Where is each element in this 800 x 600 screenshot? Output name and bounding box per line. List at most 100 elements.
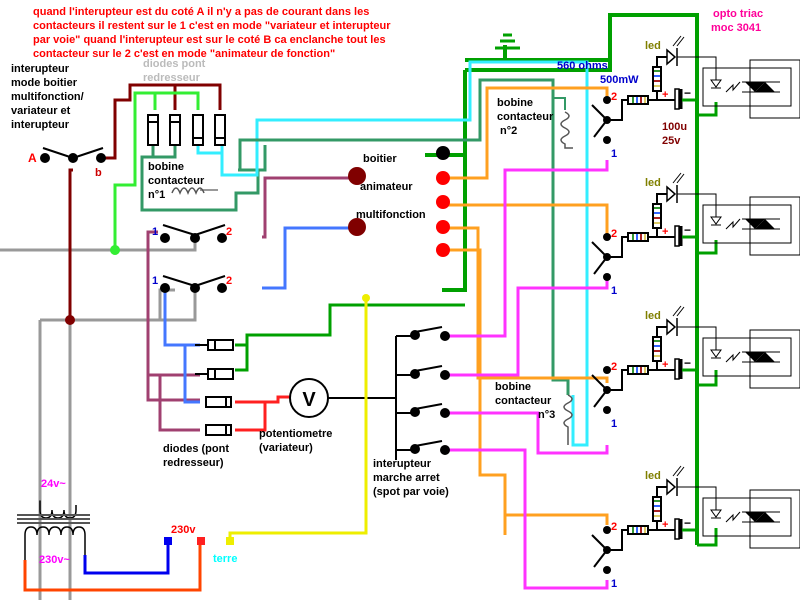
opto-led-icon [710, 509, 722, 519]
minus-label: − [684, 86, 691, 100]
wire-orange-4b [505, 513, 609, 525]
resistor-band [636, 527, 638, 533]
text-line: redresseur) [163, 457, 224, 469]
relay-arm [593, 389, 608, 408]
onoff-switches[interactable] [396, 326, 450, 455]
resistor-band [640, 97, 642, 103]
mode-switch-label: interupteur mode boitier multifonction/ … [11, 63, 84, 131]
plus-label: + [662, 89, 668, 101]
triac-icon [745, 512, 765, 522]
opto-label-2: moc 3041 [711, 22, 761, 34]
earth-symbol [495, 33, 520, 50]
resistor-band [640, 234, 642, 240]
contact-2 [603, 233, 611, 241]
onoff-switch-2[interactable] [396, 365, 450, 380]
opto-light-icon [725, 218, 741, 230]
text-line: animateur [360, 181, 413, 193]
wire-teal-coil2 [553, 97, 566, 110]
text-line: contacteur [148, 175, 205, 187]
opto-package [702, 204, 792, 244]
wire-blue-diodes [163, 290, 200, 404]
junction-dot [362, 294, 370, 302]
text-line: redresseur [143, 72, 201, 84]
wire-green-opto [697, 102, 718, 547]
text-line: multifonction [356, 209, 426, 221]
relay-arm [591, 374, 608, 391]
text-line: bobine [148, 161, 184, 173]
wire-cyan-long [400, 60, 589, 447]
wire-orange-1 [445, 86, 609, 180]
contact-1 [603, 566, 611, 574]
resistor-band [640, 367, 642, 373]
top-diodes [147, 114, 226, 146]
pos-2-label: 2 [226, 275, 232, 287]
wire-orange-4 [445, 248, 507, 535]
plus-label: + [662, 226, 668, 238]
led-icon [666, 185, 677, 203]
note-line-4: contacteur sur le 2 c'est en mode "anima… [33, 48, 335, 60]
resistor-band [644, 527, 646, 533]
resistor-band [654, 515, 660, 517]
resistor-band [654, 500, 660, 502]
mode-switch[interactable] [40, 147, 106, 163]
pot-symbol: V [302, 389, 316, 411]
text-line: n°1 [148, 189, 165, 201]
pos-1-label: 1 [152, 275, 158, 287]
light-arrow-icon [672, 172, 685, 184]
resistor-band [654, 505, 660, 507]
opto-led-icon [710, 79, 722, 89]
onoff-switch-3[interactable] [396, 403, 450, 418]
resistor-band [640, 527, 642, 533]
resistor-band [636, 367, 638, 373]
wire-magenta-3 [447, 411, 609, 455]
junction-dot [65, 315, 75, 325]
coil-1-label: bobine contacteur n°1 [148, 161, 205, 201]
wire-mains-live [23, 545, 202, 592]
triac-icon [755, 512, 775, 522]
wire-green-diodes [235, 303, 465, 372]
mode-note: quand l'interupteur est du coté A il n'y… [33, 6, 391, 60]
pos-1-label: 1 [611, 148, 617, 160]
wire-gray-switch2 [40, 290, 197, 322]
capacitor-plate [674, 358, 680, 380]
resistor-band [654, 222, 660, 224]
text-line: (spot par voie) [373, 486, 449, 498]
pos-2-label: 2 [611, 361, 617, 373]
resistor-label-1: 560 ohms [557, 60, 608, 72]
capacitor-plate [674, 88, 680, 110]
label-b: b [95, 167, 102, 179]
resistor-band [654, 75, 660, 77]
wire [656, 56, 667, 100]
wire [656, 486, 667, 530]
resistor-band [654, 510, 660, 512]
text-line: interupteur [373, 458, 432, 470]
terminal-common [68, 153, 78, 163]
cap-label-1: 100u [662, 121, 687, 133]
relay-arm [591, 104, 608, 121]
wire-red-pot [235, 395, 290, 432]
wire-teal-long [238, 78, 570, 395]
pos-1-label: 1 [611, 578, 617, 590]
diode [192, 114, 204, 146]
led-icon [666, 318, 677, 336]
live-terminal [197, 537, 205, 545]
wire-mains-neutral [83, 545, 170, 575]
contact-2 [603, 366, 611, 374]
onoff-switch-4[interactable] [396, 440, 450, 455]
opto-led-icon [710, 216, 722, 226]
output-connector [436, 171, 450, 185]
potentiometer[interactable]: V [289, 378, 329, 418]
resistor-band [654, 212, 660, 214]
contact-1 [603, 406, 611, 414]
light-arrow-icon [672, 465, 685, 477]
onoff-switch-1[interactable] [396, 326, 450, 341]
coil-2-label: bobine contacteur n°2 [497, 97, 554, 137]
onoff-label: interupteur marche arret (spot par voie) [373, 458, 449, 498]
text-line: boitier [363, 153, 397, 165]
wire [607, 529, 628, 551]
wire-yellow-earth [228, 298, 368, 540]
terminal-a [40, 153, 50, 163]
